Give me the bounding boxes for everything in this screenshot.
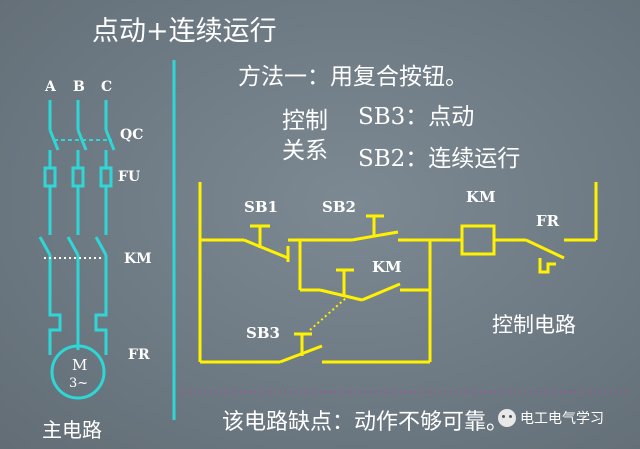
watermark-text: 电工电气学习: [520, 411, 604, 427]
fr-main-label: FR: [128, 347, 150, 363]
sb3-relation: SB3：点动: [358, 104, 475, 130]
sb3-nc-contact: [319, 288, 363, 302]
sb3-linkage: [309, 297, 347, 331]
motor-label-3ph: 3~: [69, 376, 89, 391]
phase-a-label: A: [45, 79, 56, 95]
main-circuit: [38, 100, 116, 400]
fuse-a: [43, 166, 57, 188]
km-main-label: KM: [124, 251, 152, 267]
km-contact-b: [66, 236, 80, 256]
phase-c-label: C: [101, 79, 113, 95]
km-hold-contact: [361, 282, 401, 302]
watermark: 电工电气学习: [498, 408, 604, 428]
fr-contact-label: FR: [536, 212, 560, 230]
method-text: 方法一：用复合按钮。: [238, 64, 468, 90]
fuse-c: [99, 166, 113, 188]
control-circuit-caption: 控制电路: [492, 313, 576, 337]
fu-label: FU: [118, 169, 141, 185]
control-circuit: [198, 182, 598, 364]
slide-title: 点动+连续运行: [92, 16, 277, 47]
defect-text: 该电路缺点：动作不够可靠。: [222, 410, 509, 435]
wechat-icon: [498, 409, 516, 427]
main-circuit-caption: 主电路: [42, 418, 102, 442]
fr-contact: [525, 238, 565, 260]
sb3-label: SB3: [246, 324, 280, 342]
motor-label-m: M: [72, 356, 88, 374]
sb2-relation: SB2：连续运行: [358, 146, 521, 172]
sb2-label: SB2: [322, 198, 356, 216]
fuse-b: [71, 166, 85, 188]
motor-symbol: [50, 344, 106, 400]
km-contact-c: [94, 236, 108, 256]
control-relation-label-2: 关系: [282, 138, 328, 164]
sb1-label: SB1: [244, 198, 278, 216]
phase-b-label: B: [73, 79, 85, 95]
km-hold-label: KM: [372, 258, 402, 276]
km-coil-label: KM: [466, 188, 496, 206]
fr-element: [48, 300, 62, 345]
km-coil: [460, 224, 496, 256]
km-contact-a: [38, 236, 52, 256]
qc-label: QC: [120, 127, 144, 143]
sb1-contact: [243, 238, 289, 260]
control-relation-label-1: 控制: [282, 108, 328, 134]
